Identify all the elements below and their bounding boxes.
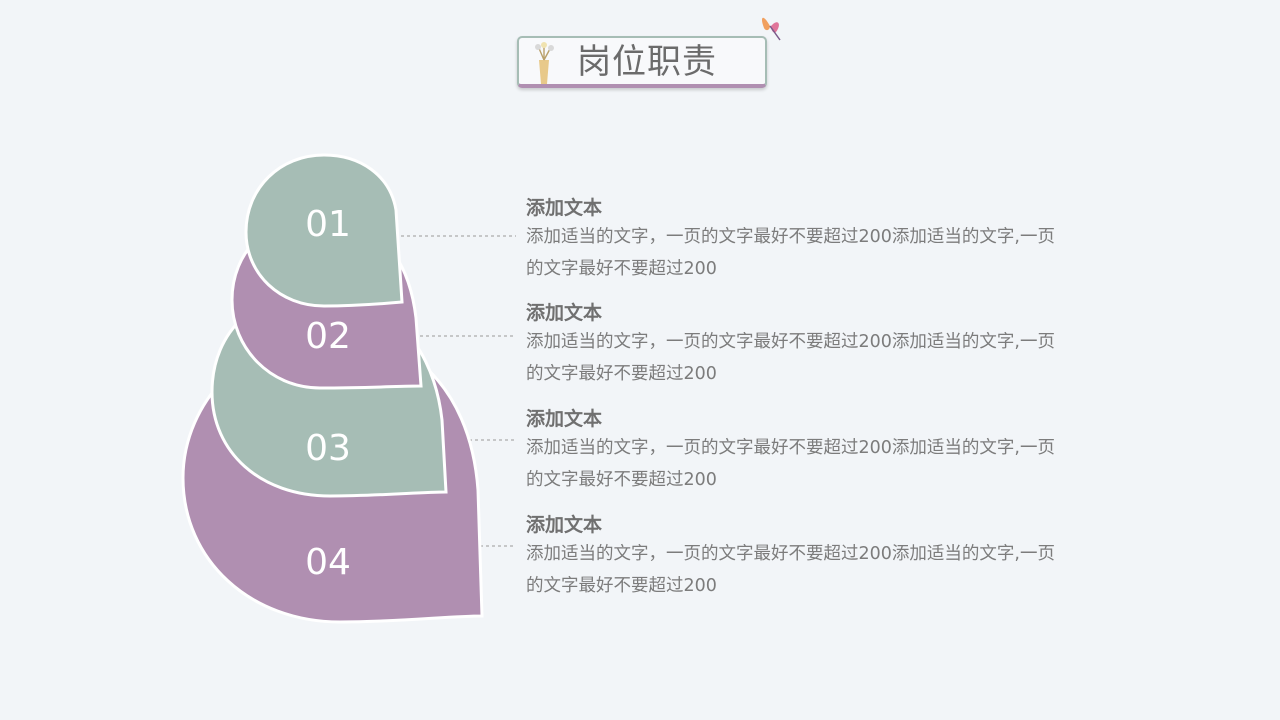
item-body: 添加适当的文字，一页的文字最好不要超过200添加适当的文字,一页的文字最好不要超…	[526, 227, 1055, 279]
list-item: 添加文本 添加适当的文字，一页的文字最好不要超过200添加适当的文字,一页的文字…	[526, 195, 1086, 285]
item-body: 添加适当的文字，一页的文字最好不要超过200添加适当的文字,一页的文字最好不要超…	[526, 332, 1055, 384]
list-item: 添加文本 添加适当的文字，一页的文字最好不要超过200添加适当的文字,一页的文字…	[526, 300, 1086, 390]
item-body: 添加适当的文字，一页的文字最好不要超过200添加适当的文字,一页的文字最好不要超…	[526, 438, 1055, 490]
step-number-2: 02	[305, 316, 351, 357]
item-body: 添加适当的文字，一页的文字最好不要超过200添加适当的文字,一页的文字最好不要超…	[526, 544, 1055, 596]
item-heading: 添加文本	[526, 514, 603, 536]
butterfly-icon	[762, 17, 781, 41]
step-number-1: 01	[305, 204, 351, 245]
item-heading: 添加文本	[526, 197, 603, 219]
flower-vase-icon	[535, 42, 554, 84]
step-number-3: 03	[305, 428, 351, 469]
teardrop-shape-1	[244, 153, 404, 308]
list-item: 添加文本 添加适当的文字，一页的文字最好不要超过200添加适当的文字,一页的文字…	[526, 406, 1086, 496]
item-heading: 添加文本	[526, 302, 603, 324]
item-heading: 添加文本	[526, 408, 603, 430]
step-number-4: 04	[305, 542, 351, 583]
title-box: 岗位职责	[517, 36, 767, 88]
list-item: 添加文本 添加适当的文字，一页的文字最好不要超过200添加适当的文字,一页的文字…	[526, 512, 1086, 602]
page-title: 岗位职责	[577, 42, 717, 82]
